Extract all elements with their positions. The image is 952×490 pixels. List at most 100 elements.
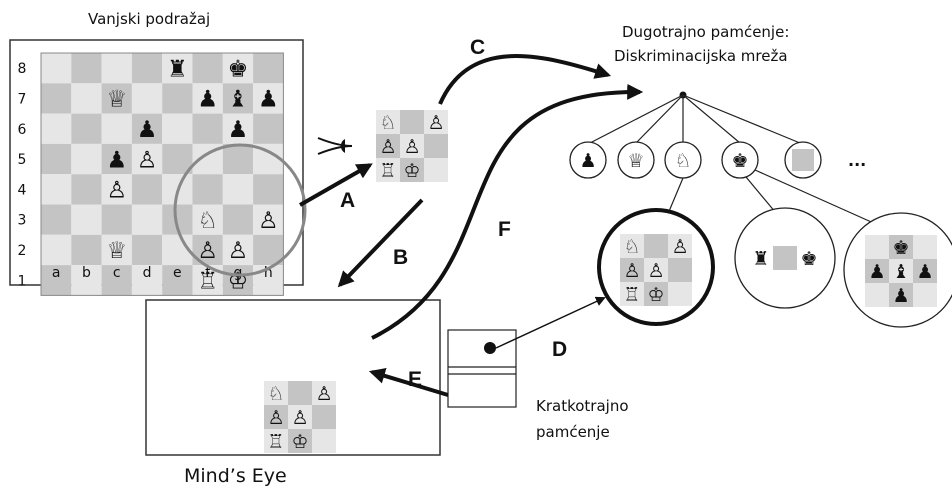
rank-label: 3 [18, 213, 27, 229]
rank-label: 2 [18, 243, 27, 259]
chunk-square [620, 282, 644, 306]
board-square [131, 204, 163, 235]
chunk-square [668, 282, 692, 306]
board-square [101, 143, 132, 175]
chess-piece: ♝ [228, 87, 249, 113]
chunk-square [865, 259, 889, 283]
chess-piece: ♚ [228, 56, 249, 82]
external-stimulus-label: Vanjski podražaj [88, 10, 210, 28]
board-square [101, 113, 132, 144]
chunk-piece: ♟ [892, 285, 909, 307]
chunk-piece: ♙ [427, 112, 444, 134]
chunk-piece: ♙ [403, 136, 420, 158]
chess-piece: ♟ [197, 87, 218, 113]
arrow-f [371, 83, 644, 340]
chess-piece: ♟ [106, 147, 127, 173]
board-square [253, 174, 284, 205]
attention-circle [173, 143, 307, 277]
board-square [222, 265, 254, 296]
board-square [41, 234, 72, 266]
file-label: f [205, 265, 211, 281]
network-node [617, 141, 655, 179]
chunk-piece: ♖ [623, 284, 640, 306]
board-square [162, 83, 193, 114]
chunk-piece: ♙ [671, 236, 688, 258]
board-square [41, 83, 72, 114]
file-label: a [52, 265, 61, 281]
chunk-square [424, 134, 448, 158]
board-square [192, 204, 223, 235]
chess-piece: ♟ [228, 117, 249, 143]
chess-piece: ♟ [137, 117, 158, 143]
chunk-piece: ♔ [291, 431, 308, 453]
board-square [71, 113, 102, 144]
network-node [664, 141, 702, 179]
file-label: h [264, 265, 273, 281]
board-square [131, 83, 163, 114]
chunk-piece: ♙ [267, 407, 284, 429]
arrow-c [438, 54, 612, 105]
board-square [101, 234, 132, 266]
board-square [41, 53, 72, 84]
chunk-square [889, 235, 913, 259]
board-square [192, 83, 223, 114]
file-label: c [113, 265, 121, 281]
stm-pointer-dot [484, 342, 496, 354]
board-square [222, 234, 254, 266]
chunk-piece: ♝ [892, 261, 909, 283]
chunk-square [424, 158, 448, 182]
network-node-piece: ♘ [674, 150, 691, 172]
chunk-square [400, 158, 424, 182]
chunk-square [889, 259, 913, 283]
chunk-piece: ♙ [647, 260, 664, 282]
chunk-square [376, 134, 400, 158]
chess-piece: ♕ [106, 87, 127, 113]
chess-piece: ♕ [106, 238, 127, 264]
chunk-square [264, 381, 288, 405]
chunk-square [424, 110, 448, 134]
arrow-b [337, 198, 424, 288]
board-square [222, 113, 254, 144]
board-square [162, 265, 193, 296]
rank-label: 6 [18, 122, 27, 138]
file-label: b [82, 265, 91, 281]
board-square [71, 143, 102, 175]
short-term-memory [447, 329, 517, 408]
board-square [222, 83, 254, 114]
chunk-piece: ♙ [379, 136, 396, 158]
network-node-piece: ♚ [731, 150, 748, 172]
chunk-square [620, 234, 644, 258]
chunk-piece: ♔ [647, 284, 664, 306]
board-square [71, 265, 102, 296]
board-square [101, 204, 132, 235]
board-square [131, 143, 163, 175]
network-node [569, 141, 607, 179]
chess-piece: ♙ [197, 238, 218, 264]
ltm-label-line1: Dugotrajno pamćenje: [622, 23, 789, 41]
chunk-square [644, 258, 668, 282]
chunk-piece: ♜ [752, 248, 769, 270]
arrow-a [299, 163, 373, 207]
chunk-square [264, 429, 288, 453]
chunk-square [668, 258, 692, 282]
chunk-piece: ♘ [267, 383, 284, 405]
chunk-piece: ♔ [403, 160, 420, 182]
chunk-square [913, 283, 937, 307]
chunk-square [288, 381, 312, 405]
chess-piece: ♟ [258, 87, 279, 113]
chunk-piece: ♘ [379, 112, 396, 134]
chunk-square [865, 235, 889, 259]
arrow-label-b: B [393, 246, 408, 269]
board-square [101, 53, 132, 84]
board-square [222, 174, 254, 205]
board-square [192, 53, 223, 84]
chunk-square [400, 110, 424, 134]
board-square [253, 53, 284, 84]
chunk-square [376, 158, 400, 182]
chunk-square [644, 282, 668, 306]
board-square [41, 204, 72, 235]
board-square [71, 204, 102, 235]
rank-label: 4 [18, 182, 27, 198]
arrow-label-d: D [552, 338, 567, 361]
